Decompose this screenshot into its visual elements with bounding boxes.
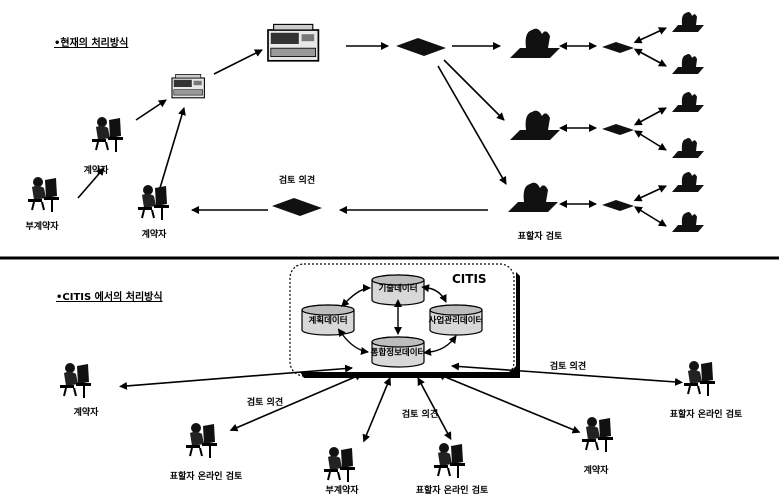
db-integrated-label: 통합정보데이터: [371, 348, 426, 358]
label-online-right: 표할자 온라인 검토: [670, 410, 743, 421]
arrow-slab3-single6: [640, 210, 666, 226]
arrow-slab-to-reviewer2: [444, 60, 504, 120]
document-slab-3: [602, 200, 634, 211]
reviewer-single-3: [672, 92, 704, 112]
subcontractor-figure: [28, 177, 59, 212]
db-admin-label: 사업관리데이터: [429, 316, 484, 326]
label-review-right: 검토 의견: [550, 362, 586, 373]
arrow-copier-to-copier: [214, 50, 262, 74]
reviewer-single-6: [672, 212, 704, 232]
heading-citis-method: •CITIS 에서의 처리방식: [56, 292, 163, 304]
arrow-slab-to-reviewer3: [438, 66, 506, 184]
label-contractor-left: 계약자: [74, 408, 99, 419]
arrow-slab2-single4: [640, 134, 666, 150]
contractor-figure-b: [138, 185, 169, 220]
online-right-figure: [684, 361, 715, 396]
label-subcontractor-bottom: 부계약자: [325, 486, 358, 497]
label-subcontractor: 부계약자: [25, 222, 58, 233]
reviewer-group-3: [508, 183, 558, 212]
label-online-mid: 표할자 온라인 검토: [416, 486, 489, 497]
arrow-slab3-single5: [640, 186, 666, 198]
online-mid-figure: [434, 443, 465, 478]
reviewer-single-5: [672, 172, 704, 192]
label-contractor-right: 계약자: [584, 466, 609, 477]
top-section: [28, 12, 704, 232]
contractor-figure-a: [92, 117, 123, 152]
reviewer-single-4: [672, 138, 704, 158]
arrow-citis-contractor-right: [438, 374, 574, 430]
contractor-left-figure: [60, 363, 91, 398]
label-review-mid: 검토 의견: [402, 410, 438, 421]
label-review-result: 검토 의견: [279, 176, 315, 187]
citis-title: CITIS: [452, 272, 487, 286]
document-slab-hub: [396, 38, 446, 56]
online-left-figure: [186, 423, 217, 458]
copier-small: [172, 74, 204, 97]
reviewer-group-1: [510, 29, 560, 58]
arrow-contractorb-to-copier: [160, 108, 184, 188]
copier-large: [268, 24, 318, 60]
arrow-citis-online-mid: [418, 378, 448, 434]
arrow-contractor-to-copier: [136, 100, 166, 120]
document-slab-1: [602, 42, 634, 53]
heading-current-method: •현재의 처리방식: [54, 38, 128, 50]
arrow-slab1-single1: [640, 28, 666, 40]
label-online-left: 표할자 온라인 검토: [170, 472, 243, 483]
document-slab-2: [602, 124, 634, 135]
label-reviewer-result: 표할자 검토: [518, 232, 563, 243]
label-contractor-b: 계약자: [142, 230, 167, 241]
arrow-slab1-single2: [640, 52, 666, 66]
contractor-right-figure: [582, 417, 613, 452]
reviewer-group-2: [510, 111, 560, 140]
arrow-citis-subcontractor: [366, 378, 390, 436]
db-tech-label: 기술데이터: [378, 284, 417, 294]
label-review-left: 검토 의견: [247, 398, 283, 409]
reviewer-single-2: [672, 54, 704, 74]
subcontractor-bottom-figure: [324, 447, 355, 482]
db-mgmt-label: 계획데이터: [308, 316, 347, 326]
arrow-slab2-single3: [640, 108, 666, 122]
reviewer-single-1: [672, 12, 704, 32]
label-contractor-a: 계약자: [84, 166, 109, 177]
document-slab-return: [272, 198, 322, 216]
